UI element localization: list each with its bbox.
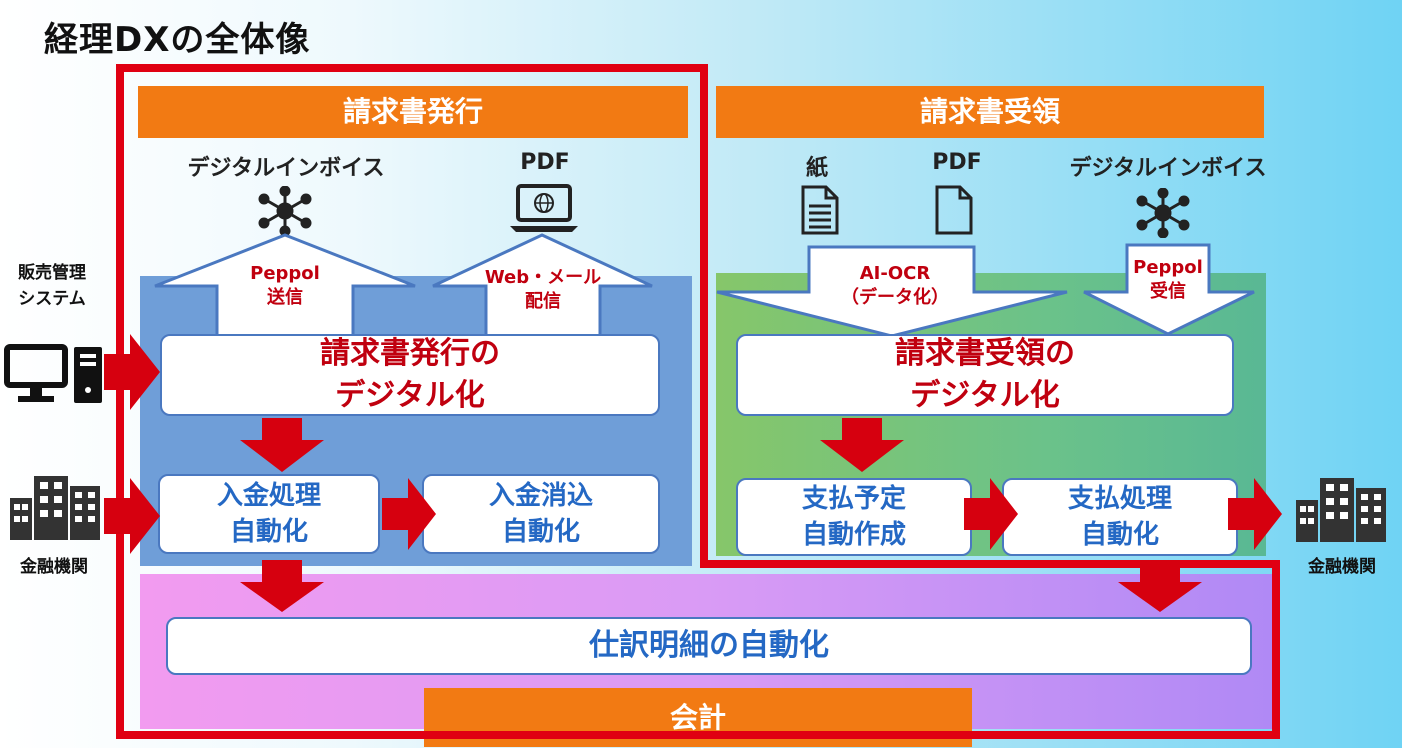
arrow-label-line: Peppol (1133, 257, 1203, 278)
page-title: 経理DXの全体像 (44, 20, 311, 60)
right-arrow (104, 334, 160, 410)
down-arrow (1118, 560, 1202, 612)
arrow-label-line: 送信 (267, 287, 303, 308)
issue-digital-invoice-label: デジタルインボイス (187, 156, 385, 181)
receive-pdf-label: PDF (932, 150, 982, 175)
arrow-label-line: Web・メール (484, 267, 602, 288)
left-bank-label: 金融機関 (20, 557, 88, 577)
box-line: 支払予定 (801, 484, 906, 514)
document-icon (935, 185, 973, 235)
peppol-receive-label: Peppol 受信 (1118, 256, 1218, 304)
box-line: 自動化 (1080, 520, 1159, 550)
right-arrow (964, 478, 1018, 550)
reconciliation-box: 入金消込自動化 (422, 474, 660, 554)
building-icon (1296, 478, 1386, 542)
ai-ocr-arrow (716, 245, 1068, 338)
laptop-globe-icon (510, 184, 578, 232)
right-bank-label: 金融機関 (1308, 557, 1376, 577)
receive-digital-invoice-label: デジタルインボイス (1069, 156, 1267, 181)
building-icon (10, 476, 100, 540)
arrow-label-line: （データ化） (841, 287, 949, 308)
web-mail-label: Web・メール 配信 (478, 266, 608, 314)
right-arrow (1228, 478, 1282, 550)
down-arrow (820, 418, 904, 472)
arrow-label-line: AI-OCR (859, 263, 931, 284)
issue-header: 請求書発行 (138, 86, 688, 138)
arrow-label-line: 配信 (525, 291, 561, 312)
right-arrow (382, 478, 436, 550)
box-line: 入金消込 (488, 481, 593, 511)
receive-paper-label: 紙 (805, 156, 828, 181)
box-line: 自動化 (229, 517, 308, 547)
box-line: デジタル化 (335, 378, 485, 413)
receive-header: 請求書受領 (716, 86, 1264, 138)
box-line: 自動化 (501, 517, 580, 547)
box-line: デジタル化 (910, 378, 1060, 413)
down-arrow (240, 418, 324, 472)
box-line: 入金処理 (216, 481, 321, 511)
down-arrow (240, 560, 324, 612)
box-line: 請求書発行の (320, 336, 500, 371)
document-lines-icon (801, 185, 839, 235)
issue-digitalization-box: 請求書発行のデジタル化 (160, 334, 660, 416)
desktop-computer-icon (4, 344, 102, 403)
peppol-send-label: Peppol 送信 (225, 262, 345, 310)
journal-automation-box: 仕訳明細の自動化 (166, 617, 1252, 675)
network-icon (258, 186, 312, 236)
box-line: 自動作成 (801, 520, 906, 550)
peppol-receive-arrow (1083, 243, 1255, 336)
issue-pdf-label: PDF (520, 150, 570, 175)
payment-receipt-box: 入金処理自動化 (158, 474, 380, 554)
label-line: システム (18, 289, 86, 309)
arrow-label-line: Peppol (250, 263, 320, 284)
payment-processing-box: 支払処理自動化 (1002, 478, 1238, 556)
box-line: 支払処理 (1067, 484, 1172, 514)
sales-system-label: 販売管理 システム (4, 260, 100, 312)
label-line: 販売管理 (18, 263, 86, 283)
arrow-label-line: 受信 (1150, 281, 1186, 302)
receive-digitalization-box: 請求書受領のデジタル化 (736, 334, 1234, 416)
payment-schedule-box: 支払予定自動作成 (736, 478, 972, 556)
network-icon (1136, 188, 1190, 238)
right-arrow (104, 478, 160, 554)
box-line: 請求書受領の (895, 336, 1075, 371)
ai-ocr-label: AI-OCR （データ化） (830, 262, 960, 310)
